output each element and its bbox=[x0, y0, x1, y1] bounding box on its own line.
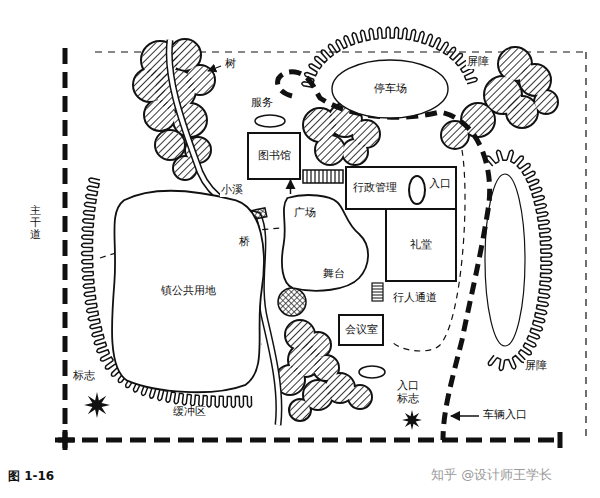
node-label: 图书馆 bbox=[258, 149, 291, 162]
service-pad bbox=[255, 115, 285, 127]
entry-label: 入口 bbox=[428, 178, 452, 191]
screen-label: 屏障 bbox=[524, 360, 548, 373]
sign-symbol bbox=[84, 392, 110, 418]
stair-symbol bbox=[303, 170, 343, 183]
figure-caption: 图 1-16 bbox=[8, 468, 54, 485]
node-label: 礼堂 bbox=[410, 238, 432, 251]
common-land: 镇公共用地 bbox=[108, 188, 268, 393]
building-box: 图书馆 bbox=[247, 132, 301, 180]
building-box: 会议室 bbox=[338, 314, 384, 346]
node-label: 行政管理 bbox=[353, 181, 397, 194]
node-label: 镇公共用地 bbox=[161, 284, 216, 297]
vehicle-road bbox=[278, 72, 490, 440]
entry-court bbox=[359, 366, 385, 378]
tree-canopy bbox=[442, 48, 557, 148]
sign-label: 标志 bbox=[72, 370, 96, 383]
bridge-label: 桥 bbox=[238, 236, 251, 249]
corner-mark bbox=[55, 430, 560, 450]
stair-symbol bbox=[372, 283, 383, 301]
entry-arrow bbox=[451, 415, 479, 417]
tree-canopy bbox=[134, 40, 214, 179]
buffer-label: 缓冲区 bbox=[172, 406, 207, 419]
node-label: 会议室 bbox=[345, 323, 378, 336]
property-line bbox=[58, 438, 562, 443]
screen-label: 屏障 bbox=[466, 56, 490, 69]
entry-court bbox=[409, 176, 425, 204]
plant-label: 树 bbox=[224, 58, 237, 71]
stage-label: 舞台 bbox=[322, 268, 346, 281]
creek-label: 小溪 bbox=[220, 184, 244, 197]
property-line bbox=[63, 48, 68, 448]
specimen-tree bbox=[278, 288, 306, 316]
flow-arrow bbox=[290, 180, 292, 194]
watermark: 知乎 @设计师王学长 bbox=[430, 468, 553, 483]
node-label: 停车场 bbox=[374, 82, 407, 95]
road-label: 主干道 bbox=[30, 205, 41, 241]
building-box: 礼堂 bbox=[385, 208, 457, 282]
parking-lot: 停车场 bbox=[332, 60, 448, 118]
walkway-label: 行人通道 bbox=[392, 292, 438, 305]
entry-label: 车辆入口 bbox=[482, 409, 528, 422]
service-label: 服务 bbox=[250, 97, 274, 110]
node-label: 广场 bbox=[294, 206, 316, 219]
sign-label: 入口 标志 bbox=[396, 380, 423, 405]
leader-arrow bbox=[208, 66, 221, 71]
sign-symbol bbox=[402, 410, 422, 430]
